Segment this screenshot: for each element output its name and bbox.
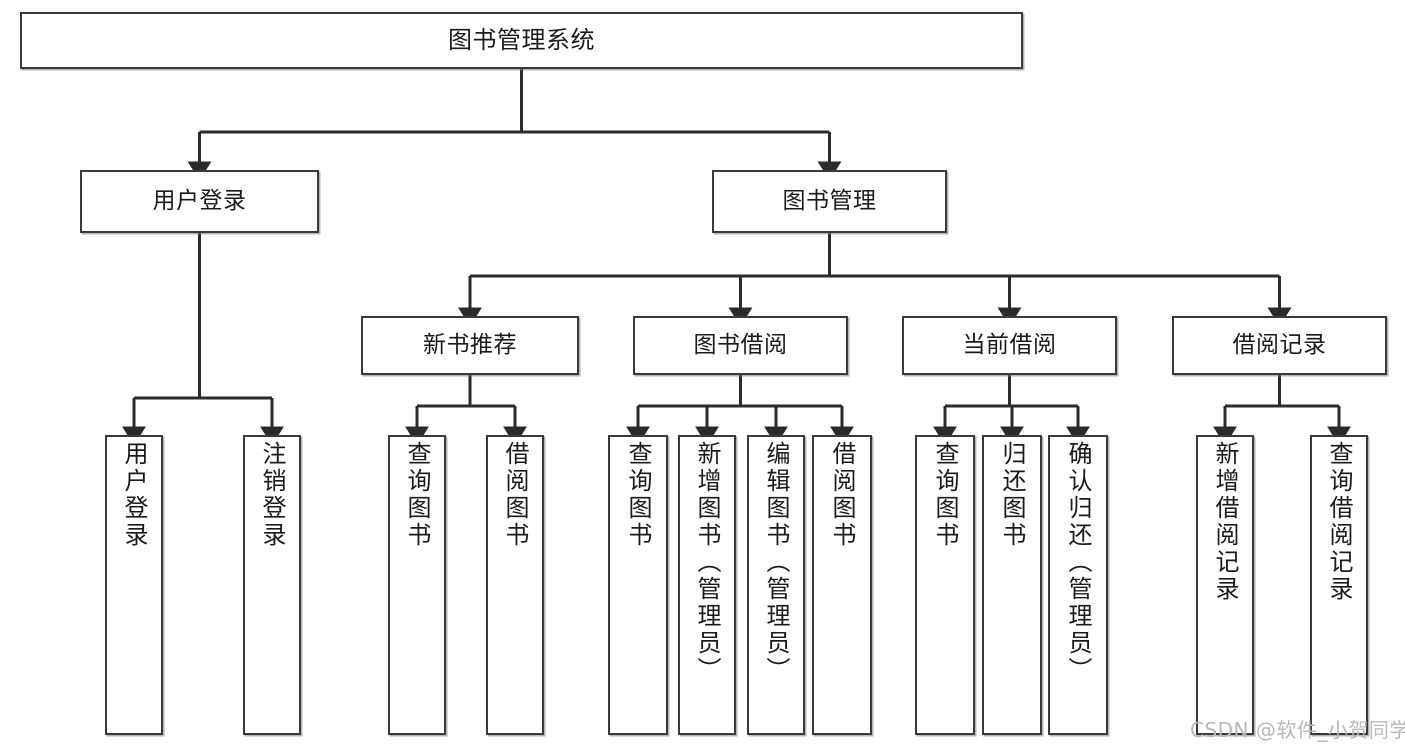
node-login[interactable]: 用户登录 bbox=[80, 170, 319, 233]
node-current[interactable]: 当前借阅 bbox=[902, 316, 1117, 375]
node-l-b-edit[interactable]: 编辑图书（管理员） bbox=[747, 435, 805, 735]
node-root[interactable]: 图书管理系统 bbox=[20, 12, 1023, 69]
node-l-r-query[interactable]: 查询借阅记录 bbox=[1310, 435, 1368, 735]
node-label: 当前借阅 bbox=[962, 331, 1057, 358]
node-label: 新书推荐 bbox=[423, 331, 517, 358]
node-l-b-borrow[interactable]: 借阅图书 bbox=[812, 435, 872, 735]
node-l-c-query[interactable]: 查询图书 bbox=[915, 435, 975, 735]
node-label: 图书借阅 bbox=[693, 331, 788, 358]
node-label: 查询借阅记录 bbox=[1325, 441, 1353, 603]
node-label: 查询图书 bbox=[403, 441, 431, 549]
watermark-text: CSDN @软件_小贺同学 bbox=[1190, 718, 1405, 742]
node-label: 查询图书 bbox=[624, 441, 652, 549]
node-bookmgmt[interactable]: 图书管理 bbox=[712, 170, 947, 233]
node-newbook[interactable]: 新书推荐 bbox=[361, 316, 579, 375]
node-label: 查询图书 bbox=[931, 441, 959, 549]
node-l-login[interactable]: 用户登录 bbox=[105, 435, 163, 735]
node-l-c-confirm[interactable]: 确认归还（管理员） bbox=[1048, 435, 1108, 735]
node-l-r-add[interactable]: 新增借阅记录 bbox=[1196, 435, 1254, 735]
node-label: 图书管理 bbox=[782, 187, 877, 214]
node-label: 注销登录 bbox=[258, 441, 286, 549]
node-label: 确认归还（管理员） bbox=[1064, 441, 1092, 684]
node-l-nb-borrow[interactable]: 借阅图书 bbox=[486, 435, 544, 735]
node-label: 新增图书（管理员） bbox=[693, 441, 721, 684]
node-borrow[interactable]: 图书借阅 bbox=[633, 316, 848, 375]
node-l-b-query[interactable]: 查询图书 bbox=[608, 435, 668, 735]
node-label: 借阅图书 bbox=[828, 441, 856, 549]
node-l-logout[interactable]: 注销登录 bbox=[243, 435, 301, 735]
node-l-b-add[interactable]: 新增图书（管理员） bbox=[678, 435, 736, 735]
node-l-nb-query[interactable]: 查询图书 bbox=[388, 435, 446, 735]
node-label: 归还图书 bbox=[998, 441, 1026, 549]
node-label: 用户登录 bbox=[152, 187, 247, 214]
node-records[interactable]: 借阅记录 bbox=[1172, 316, 1387, 375]
node-label: 图书管理系统 bbox=[448, 26, 595, 55]
node-label: 新增借阅记录 bbox=[1211, 441, 1239, 603]
node-label: 借阅记录 bbox=[1232, 331, 1327, 358]
node-label: 用户登录 bbox=[120, 441, 148, 549]
node-l-c-return[interactable]: 归还图书 bbox=[982, 435, 1042, 735]
node-label: 编辑图书（管理员） bbox=[762, 441, 790, 684]
node-label: 借阅图书 bbox=[501, 441, 529, 549]
